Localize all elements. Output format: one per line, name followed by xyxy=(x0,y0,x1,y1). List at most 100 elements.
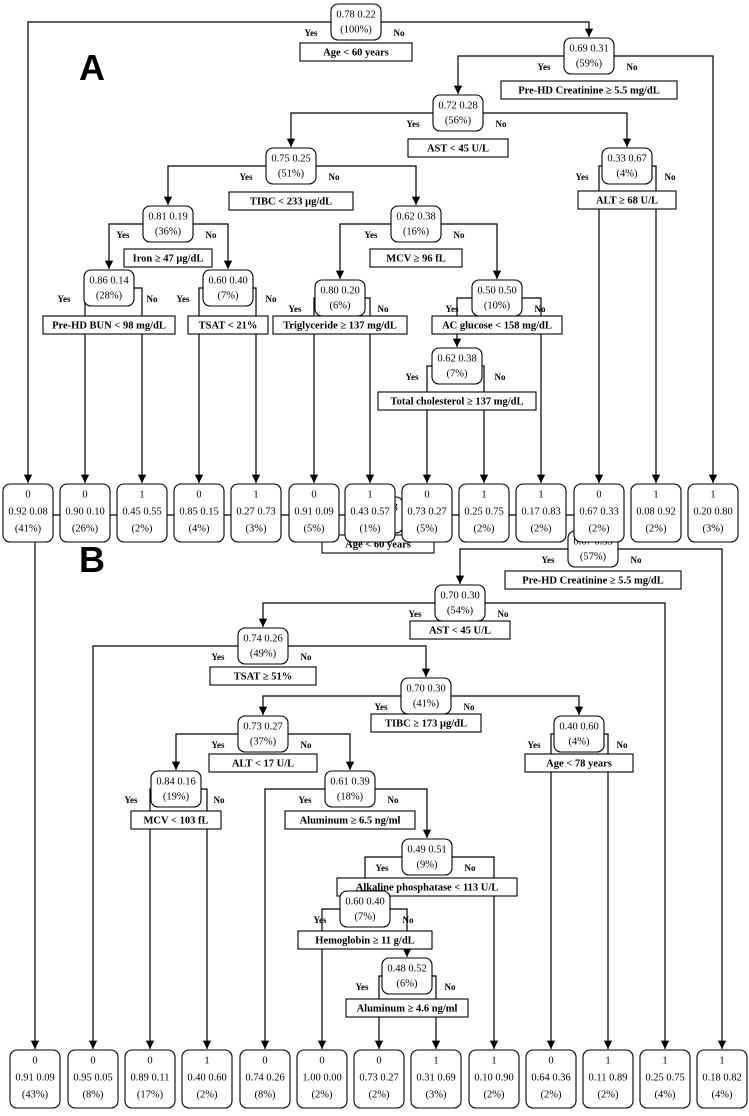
leaf-class: 1 xyxy=(367,489,372,500)
leaf-percentage: (8%) xyxy=(255,1089,276,1100)
node-percentage: (7%) xyxy=(447,368,468,379)
leaf-percentage: (2%) xyxy=(474,523,495,534)
node-probabilities: 0.50 0.50 xyxy=(477,285,516,296)
leaf-node: 00.85 0.15(4%) xyxy=(173,483,225,543)
leaf-probabilities: 0.67 0.33 xyxy=(579,506,618,517)
edge-no xyxy=(522,297,546,483)
node-probabilities: 0.69 0.31 xyxy=(569,43,608,54)
edge-no xyxy=(651,165,661,483)
split-condition: TSAT ≥ 51% xyxy=(234,671,292,682)
edge-yes xyxy=(335,223,391,279)
edge-yes xyxy=(455,548,568,584)
split-condition: MCV ≥ 96 fL xyxy=(386,253,446,264)
leaf-probabilities: 0.91 0.09 xyxy=(294,506,333,517)
leaf-probabilities: 0.10 0.90 xyxy=(474,1072,513,1083)
split-condition-box xyxy=(524,753,634,773)
split-condition: Pre-HD BUN < 98 mg/dL xyxy=(52,320,166,331)
no-label: No xyxy=(147,294,158,304)
leaf-probabilities: 0.91 0.09 xyxy=(15,1072,54,1083)
split-condition-box xyxy=(272,315,408,335)
split-condition: Aluminum ≥ 4.6 ng/ml xyxy=(357,1003,458,1014)
split-condition-box xyxy=(377,391,537,411)
leaf-class: 0 xyxy=(147,1055,152,1066)
node-box xyxy=(339,890,391,928)
node-percentage: (4%) xyxy=(569,736,590,747)
yes-label: Yes xyxy=(289,304,302,314)
tree-node: 0.62 0.38(16%)MCV ≥ 96 fL xyxy=(369,205,463,268)
node-probabilities: 0.61 0.39 xyxy=(330,776,369,787)
leaf-box xyxy=(639,1049,691,1109)
leaf-class: 0 xyxy=(82,489,87,500)
tree-node: 0.61 0.39 (18%) Aluminum ≥ 6.5 ng/ml xyxy=(284,770,416,830)
leaf-box xyxy=(173,483,225,543)
edge-no xyxy=(452,856,499,1049)
leaf-class: 1 xyxy=(605,1055,610,1066)
split-condition: TIBC ≥ 173 μg/dL xyxy=(385,718,467,729)
edge-no xyxy=(441,223,502,279)
node-percentage: (28%) xyxy=(96,290,123,301)
split-condition: AST < 45 U/L xyxy=(427,143,489,154)
leaf-percentage: (5%) xyxy=(417,523,438,534)
node-percentage: (4%) xyxy=(617,168,638,179)
leaf-percentage: (4%) xyxy=(712,1089,733,1100)
edge-no xyxy=(483,112,632,147)
tree-node: 0.72 0.28(56%)AST < 45 U/L xyxy=(407,94,509,158)
leaf-class: 0 xyxy=(424,489,429,500)
leaf-box xyxy=(2,483,54,543)
node-probabilities: 0.78 0.22 xyxy=(336,9,375,20)
leaf-box xyxy=(296,1049,348,1109)
leaf-probabilities: 0.08 0.92 xyxy=(636,506,675,517)
split-condition: AST < 45 U/L xyxy=(429,625,491,636)
no-label: No xyxy=(388,795,399,805)
split-condition: Aluminum ≥ 6.5 ng/ml xyxy=(300,815,401,826)
split-condition-box xyxy=(42,315,176,335)
leaf-percentage: (26%) xyxy=(72,523,99,534)
yes-label: Yes xyxy=(407,119,420,129)
node-box xyxy=(265,147,317,185)
leaf-node: 10.25 0.75(2%) xyxy=(458,483,510,543)
node-probabilities: 0.40 0.60 xyxy=(559,721,598,732)
node-percentage: (16%) xyxy=(403,226,430,237)
leaf-box xyxy=(116,483,168,543)
split-condition: Pre-HD Creatinine ≥ 5.5 mg/dL xyxy=(522,575,664,586)
leaf-probabilities: 0.73 0.27 xyxy=(407,506,446,517)
edge-no xyxy=(193,223,233,269)
leaf-probabilities: 0.40 0.60 xyxy=(187,1072,226,1083)
no-label: No xyxy=(665,172,676,182)
leaf-probabilities: 0.89 0.11 xyxy=(131,1072,170,1083)
leaf-percentage: (1%) xyxy=(360,523,381,534)
leaf-node: 00.91 0.09(43%) xyxy=(9,1049,61,1109)
no-label: No xyxy=(627,62,638,72)
leaf-node: 00.89 0.11(17%) xyxy=(124,1049,176,1109)
tree-node: 0.84 0.16(19%)MCV < 103 fL xyxy=(130,770,222,830)
leaf-node: 00.90 0.10(26%) xyxy=(59,483,111,543)
leaf-probabilities: 0.64 0.36 xyxy=(531,1072,570,1083)
leaf-box xyxy=(59,483,111,543)
node-probabilities: 0.84 0.16 xyxy=(156,776,195,787)
edge-yes xyxy=(453,55,564,94)
tree-node: 0.40 0.60(4%)Age < 78 years xyxy=(524,715,634,773)
node-percentage: (59%) xyxy=(576,58,603,69)
leaf-class: 1 xyxy=(253,489,258,500)
node-percentage: (51%) xyxy=(278,168,305,179)
split-condition-box xyxy=(504,570,682,590)
leaf-class: 0 xyxy=(311,489,316,500)
leaf-class: 1 xyxy=(538,489,543,500)
leaf-node: 00.92 0.08(41%) xyxy=(2,483,54,543)
node-probabilities: 0.70 0.30 xyxy=(406,683,445,694)
tree-node: 0.33 0.67(4%)ALT ≥ 68 U/L xyxy=(577,147,677,210)
node-percentage: (18%) xyxy=(337,791,364,802)
edge-no xyxy=(288,645,431,677)
leaf-probabilities: 0.92 0.08 xyxy=(8,506,47,517)
edge-yes xyxy=(258,695,401,715)
split-condition-box xyxy=(130,810,222,830)
node-box xyxy=(601,147,653,185)
split-condition-box xyxy=(409,620,511,640)
leaf-percentage: (2%) xyxy=(369,1089,390,1100)
leaf-box xyxy=(67,1049,119,1109)
leaf-percentage: (5%) xyxy=(304,523,325,534)
tree-node: 0.78 0.22(100%)Age < 60 years xyxy=(299,3,413,62)
split-condition: TSAT < 21% xyxy=(199,320,258,331)
edge-yes xyxy=(88,645,238,1049)
yes-label: Yes xyxy=(299,795,312,805)
